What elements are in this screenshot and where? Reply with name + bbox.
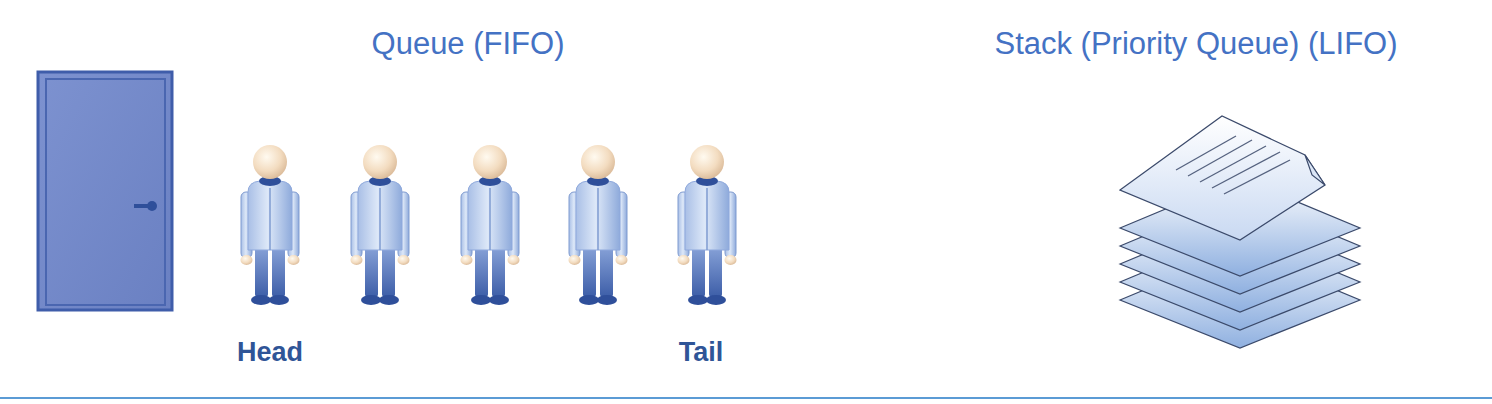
- person-figures: [241, 145, 737, 305]
- section-heading: Stack (Priority Queue) (LIFO): [994, 26, 1397, 62]
- paper-stack: [1120, 116, 1360, 348]
- queue-end-label: Head: [237, 337, 303, 368]
- divider-line: [0, 397, 1492, 399]
- door-icon: [38, 72, 172, 310]
- queue-end-label: Tail: [679, 337, 724, 368]
- section-heading: Queue (FIFO): [372, 26, 565, 62]
